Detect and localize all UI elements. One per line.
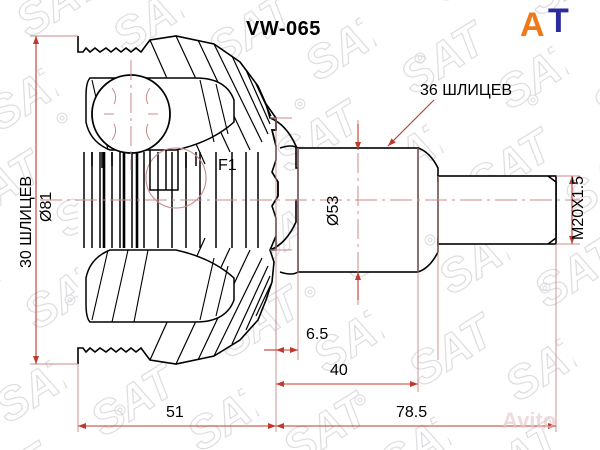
dimension-label-6-5: 6.5 (306, 326, 329, 343)
label-feature-f1: F1 (218, 157, 237, 174)
f1-detail-circle (145, 147, 207, 209)
logo-letter-a: A (520, 6, 545, 44)
leader-line-36-splines (387, 99, 435, 147)
page-title: VW-065 (246, 18, 321, 40)
dimension-label-40: 40 (330, 362, 348, 379)
spline-tick-marks (91, 152, 197, 168)
ball-surface-marks (104, 87, 158, 141)
label-outer-splines: 36 ШЛИЦЕВ (420, 82, 513, 99)
logo-letter-t: T (548, 2, 569, 40)
extension-lines (30, 35, 580, 432)
cage-hatching-lower (91, 249, 229, 323)
threaded-end-section (437, 175, 557, 245)
dimension-label-78-5: 78.5 (396, 404, 428, 421)
f1-detail-bracket (149, 150, 179, 191)
ball-cage-lower (85, 249, 235, 323)
dimension-label-51: 51 (166, 404, 184, 421)
